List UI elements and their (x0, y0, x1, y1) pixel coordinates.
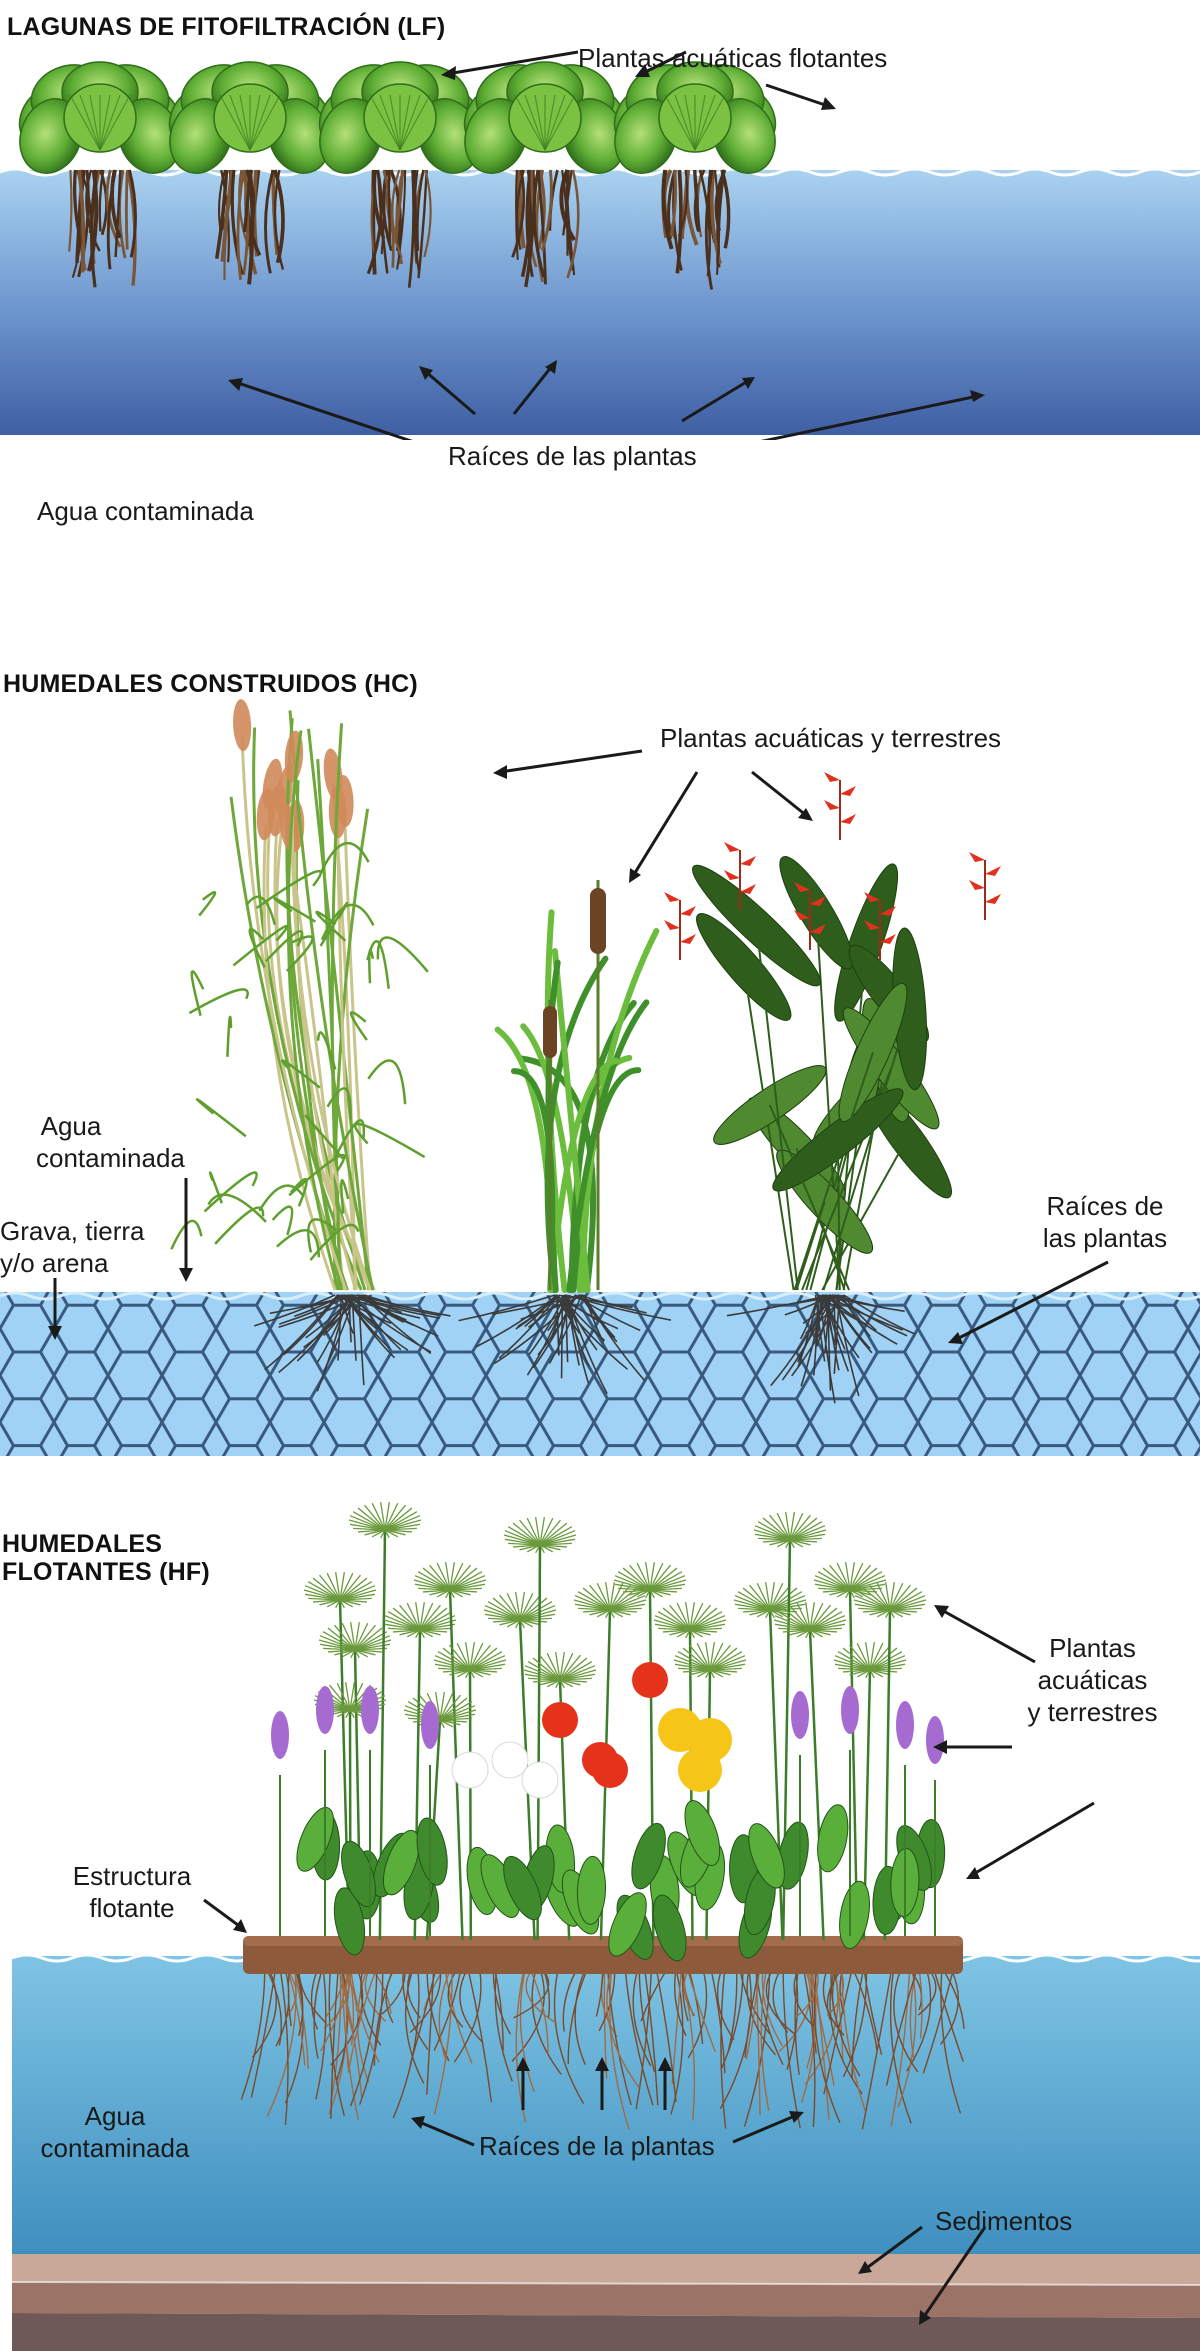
hf-flowering-plants (271, 1662, 946, 1962)
water-lettuce-plant (18, 61, 182, 288)
hf-label-sediments: Sedimentos (935, 2206, 1073, 2236)
hc-label-gravel-2: y/o arena (0, 1248, 109, 1278)
hf-water (12, 1956, 1200, 2254)
hc-roots (253, 1294, 916, 1404)
hf-label-structure-2: flotante (89, 1893, 175, 1923)
hf-sediment-layer-3 (12, 2313, 1200, 2351)
hc-label-plants: Plantas acuáticas y terrestres (660, 723, 1002, 753)
hc-label-gravel-1: Grava, tierra (0, 1216, 145, 1246)
hf-title-2: FLOTANTES (HF) (2, 1558, 210, 1586)
hc-label-roots-1: Raíces de (1046, 1191, 1164, 1221)
lf-section: LAGUNAS DE FITOFILTRACIÓN (LF) Plantas a… (0, 0, 1200, 526)
hf-sediment-layer-1 (12, 2254, 1200, 2285)
hf-sediment-layer-2 (12, 2282, 1200, 2318)
water-lettuce-plant (168, 61, 332, 285)
hf-label-plants-1: Plantas (1049, 1633, 1136, 1663)
hf-label-structure-1: Estructura (72, 1861, 192, 1891)
hc-label-water-1: Agua (40, 1111, 102, 1141)
hf-label-water-1: Agua (84, 2101, 146, 2131)
water-lettuce-plant (318, 61, 482, 288)
hc-arrows (48, 749, 1109, 1344)
lf-illustration (0, 50, 1200, 440)
hc-heliconia-plant (664, 772, 1001, 1291)
hf-roots (240, 1969, 965, 2130)
hc-cattail-plant (494, 880, 660, 1293)
hc-section: HUMEDALES CONSTRUIDOS (HC) Plantas acuát… (0, 650, 1200, 1470)
lf-label-floating-plants: Plantas acuáticas flotantes (578, 43, 888, 73)
lf-title: LAGUNAS DE FITOFILTRACIÓN (LF) (7, 13, 446, 41)
hc-label-roots-2: las plantas (1042, 1223, 1168, 1253)
hf-arrows (203, 1605, 1095, 2325)
hf-label-plants-3: y terrestres (1027, 1697, 1158, 1727)
lf-arrows (228, 50, 985, 440)
hc-label-water-2: contaminada (36, 1143, 185, 1173)
hc-illustration (0, 699, 1200, 1456)
water-lettuce-plant (463, 61, 627, 288)
lf-label-water: Agua contaminada (37, 496, 254, 526)
hf-illustration (11, 1502, 1200, 2351)
hf-label-roots: Raíces de la plantas (479, 2131, 715, 2161)
hc-reed-plant (170, 699, 429, 1291)
hf-title-1: HUMEDALES (2, 1530, 163, 1558)
hf-section: HUMEDALES FLOTANTES (HF) Plantas acuátic… (0, 1470, 1200, 2351)
lf-water (0, 170, 1200, 435)
hc-title: HUMEDALES CONSTRUIDOS (HC) (3, 670, 418, 698)
hf-label-plants-2: acuáticas (1037, 1665, 1148, 1695)
lf-label-roots: Raíces de las plantas (448, 441, 697, 471)
hf-label-water-2: contaminada (40, 2133, 190, 2163)
water-lettuce-plant (613, 61, 777, 290)
